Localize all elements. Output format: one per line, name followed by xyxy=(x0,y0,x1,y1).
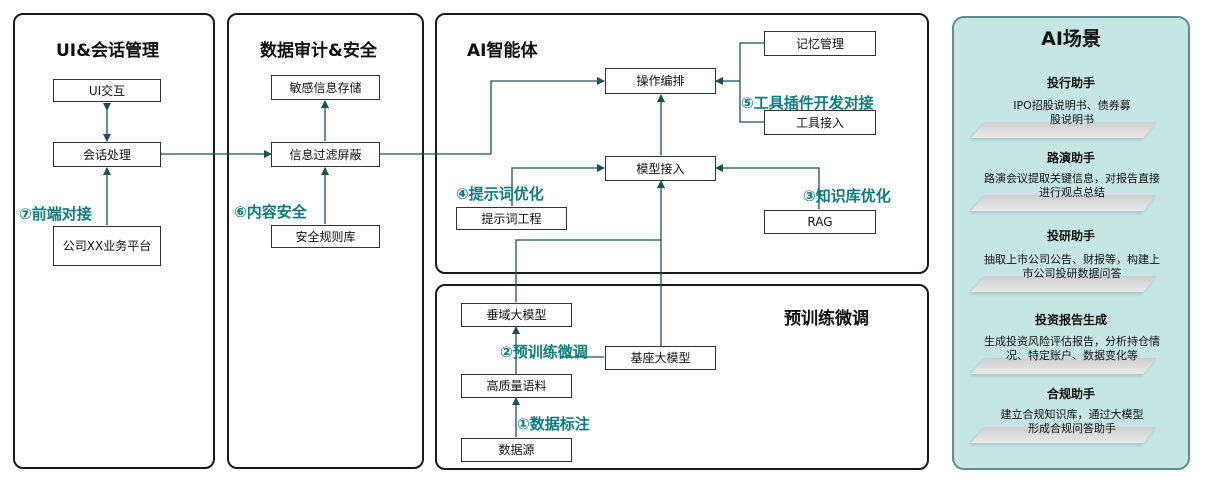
box-sensitive-storage: 敏感信息存储 xyxy=(271,75,380,100)
scene-name-3: 投研助手 xyxy=(1046,229,1095,243)
scene-desc-5: 建立合规知识库，通过大模型形成合规问答助手 xyxy=(1000,408,1144,435)
box-info-filter: 信息过滤屏蔽 xyxy=(271,142,380,167)
tag-knowledge-opt: ③知识库优化 xyxy=(803,187,891,205)
scene-desc-2: 路演会议提取关键信息，对报告直接进行观点总结 xyxy=(984,172,1160,199)
box-prompt-engineering: 提示词工程 xyxy=(456,207,567,230)
box-security-rules: 安全规则库 xyxy=(271,225,380,248)
tag-data-annotation: ①数据标注 xyxy=(517,415,590,433)
scene-name-4: 投资报告生成 xyxy=(1034,313,1107,327)
tag-prompt-opt: ④提示词优化 xyxy=(456,185,544,203)
scene-name-2: 路演助手 xyxy=(1046,151,1095,165)
box-model-access: 模型接入 xyxy=(605,156,716,181)
scene-name-1: 投行助手 xyxy=(1046,76,1095,90)
panel-title-pretrain: 预训练微调 xyxy=(784,309,869,329)
box-base-model: 基座大模型 xyxy=(605,346,716,370)
scene-desc-3: 抽取上市公司公告、财报等，构建上市公司投研数据问答 xyxy=(984,253,1160,280)
box-orchestration: 操作编排 xyxy=(605,68,716,94)
tag-content-security: ⑥内容安全 xyxy=(234,203,307,221)
panel-title-ui: UI&会话管理 xyxy=(56,41,159,61)
box-memory: 记忆管理 xyxy=(764,31,876,56)
scene-desc-4: 生成投资风险评估报告，分析持仓情况、特定账户、数据变化等 xyxy=(984,335,1160,362)
box-platform: 公司XX业务平台 xyxy=(53,226,161,266)
tag-tool-plugin: ⑤工具插件开发对接 xyxy=(741,94,874,112)
panel-title-agent: AI智能体 xyxy=(467,41,538,61)
box-vertical-model: 垂域大模型 xyxy=(461,303,572,327)
tag-frontend: ⑦前端对接 xyxy=(19,205,92,223)
scene-name-5: 合规助手 xyxy=(1046,387,1095,401)
panel-title-audit: 数据审计&安全 xyxy=(260,41,377,61)
box-ui-interact: UI交互 xyxy=(53,79,161,102)
panel-ai-scenes: AI场景 投行助手 IPO招股说明书、债券募股说明书 路演助手 路演会议提取关键… xyxy=(952,16,1190,470)
box-rag: RAG xyxy=(764,210,876,234)
scene-desc-1: IPO招股说明书、债券募股说明书 xyxy=(1013,99,1131,126)
box-session: 会话处理 xyxy=(53,142,161,167)
box-corpus: 高质量语料 xyxy=(461,374,572,398)
box-datasource: 数据源 xyxy=(461,438,572,462)
tag-pretrain-finetune: ②预训练微调 xyxy=(500,343,588,361)
scenes-title: AI场景 xyxy=(1041,28,1101,50)
box-tool-access: 工具接入 xyxy=(764,110,876,135)
